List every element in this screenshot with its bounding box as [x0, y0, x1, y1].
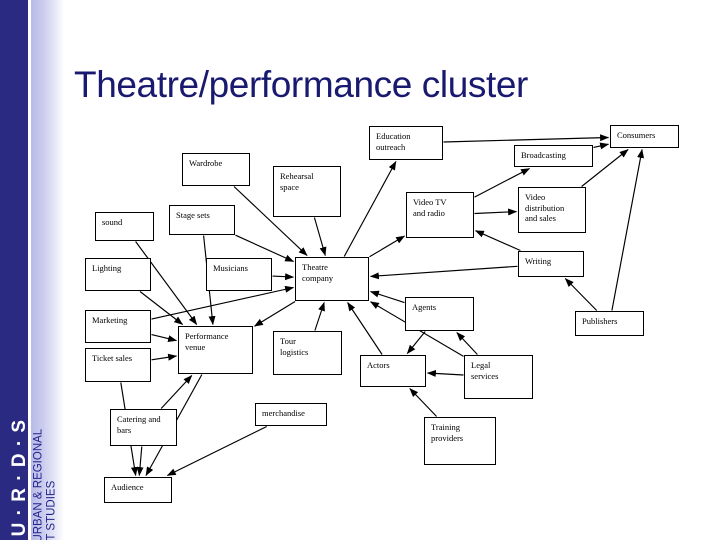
node-marketing[interactable]: Marketing [85, 310, 151, 343]
sidebar-white-gap [28, 0, 31, 540]
edge-agents-to-theatre_company [369, 290, 405, 304]
edge-theatre_company-to-video_tv_radio [369, 235, 406, 258]
sidebar-navy-band [0, 0, 28, 540]
node-audience[interactable]: Audience [104, 477, 172, 503]
sidebar-gradient-band [31, 0, 64, 540]
edge-writing-to-video_tv_radio [474, 230, 521, 252]
edge-training_providers-to-actors [409, 388, 438, 417]
edge-actors-to-theatre_company [347, 302, 383, 355]
edge-agents-to-actors [406, 331, 426, 354]
node-merchandise[interactable]: merchandise [255, 403, 327, 426]
edge-writing-to-theatre_company [369, 265, 518, 280]
node-consumers[interactable]: Consumers [610, 125, 679, 148]
node-musicians[interactable]: Musicians [206, 258, 272, 291]
node-rehearsal_space[interactable]: Rehearsal space [273, 166, 341, 217]
node-theatre_company[interactable]: Theatre company [295, 257, 369, 301]
edge-publishers-to-consumers [611, 148, 644, 311]
edge-tour_logistics-to-theatre_company [314, 301, 325, 331]
edge-legal_services-to-actors [426, 369, 464, 377]
edge-catering_bars-to-performance_venue [160, 375, 193, 409]
edge-theatre_company-to-performance_venue [253, 301, 296, 327]
node-stage_sets[interactable]: Stage sets [169, 205, 235, 235]
node-video_distribution[interactable]: Video distribution and sales [518, 187, 586, 233]
edge-musicians-to-theatre_company [272, 273, 295, 281]
edge-video_tv_radio-to-video_distribution [474, 208, 518, 216]
node-education_outreach[interactable]: Education outreach [369, 126, 443, 160]
edge-marketing-to-theatre_company [151, 285, 295, 320]
node-lighting[interactable]: Lighting [85, 258, 151, 291]
node-catering_bars[interactable]: Catering and bars [110, 409, 177, 446]
edge-rehearsal_space-to-theatre_company [313, 217, 327, 257]
node-legal_services[interactable]: Legal services [464, 355, 533, 399]
node-actors[interactable]: Actors [360, 355, 426, 387]
edge-legal_services-to-agents [456, 332, 478, 355]
node-performance_venue[interactable]: Performance venue [178, 326, 253, 374]
edge-education_outreach-to-consumers [443, 134, 610, 143]
node-tour_logistics[interactable]: Tour logistics [273, 331, 342, 375]
node-wardrobe[interactable]: Wardrobe [182, 153, 250, 186]
node-ticket_sales[interactable]: Ticket sales [85, 348, 151, 382]
edge-catering_bars-to-audience [136, 446, 144, 477]
edge-merchandise-to-audience [166, 425, 267, 477]
page-title: Theatre/performance cluster [74, 64, 528, 105]
edge-publishers-to-writing [564, 278, 598, 311]
edge-ticket_sales-to-performance_venue [151, 353, 178, 361]
node-broadcasting[interactable]: Broadcasting [514, 145, 593, 167]
node-training_providers[interactable]: Training providers [424, 417, 496, 465]
node-agents[interactable]: Agents [405, 297, 474, 331]
edge-theatre_company-to-education_outreach [343, 160, 397, 257]
node-publishers[interactable]: Publishers [575, 311, 644, 336]
edge-broadcasting-to-consumers [593, 142, 610, 150]
node-sound[interactable]: sound [95, 212, 154, 241]
node-writing[interactable]: Writing [518, 251, 584, 277]
node-video_tv_radio[interactable]: Video TV and radio [406, 192, 474, 238]
edge-marketing-to-performance_venue [151, 334, 178, 343]
